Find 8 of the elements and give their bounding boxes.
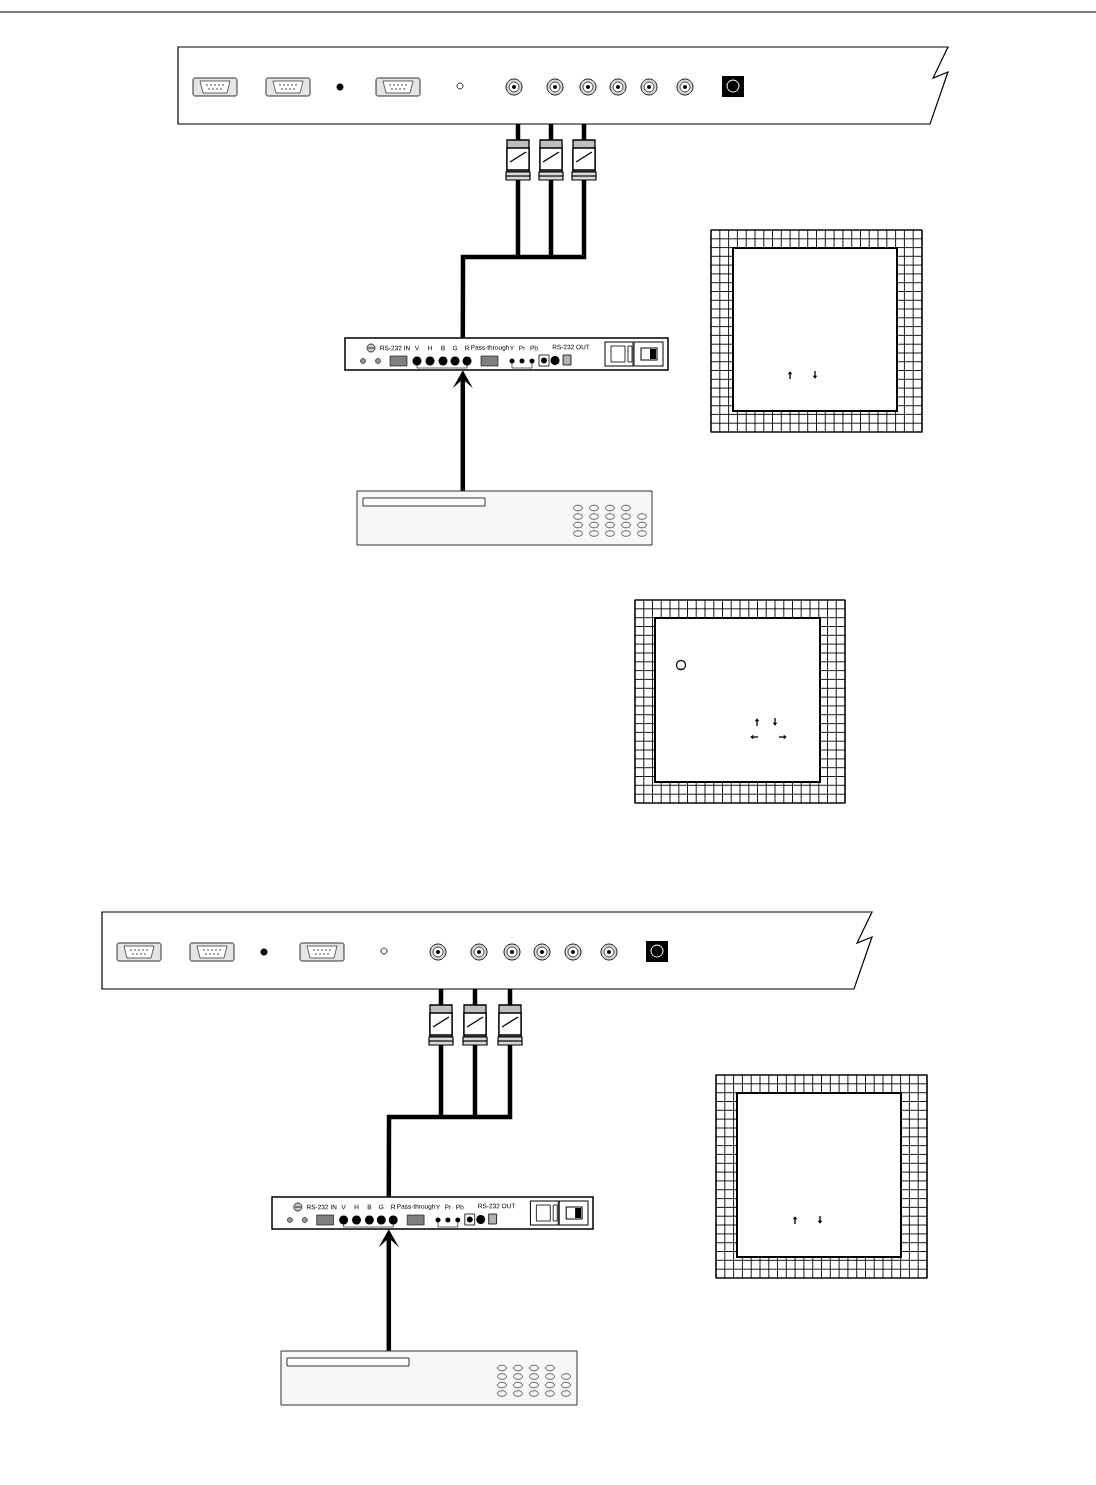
projector-panel-drawing xyxy=(101,911,873,990)
cable xyxy=(386,986,523,1200)
source-device-drawing xyxy=(356,490,653,546)
source-device-drawing xyxy=(280,1350,578,1406)
cable xyxy=(460,121,597,341)
switcher-drawing xyxy=(344,337,669,371)
projector-panel-drawing xyxy=(177,46,949,125)
switcher-drawing xyxy=(271,1196,594,1230)
